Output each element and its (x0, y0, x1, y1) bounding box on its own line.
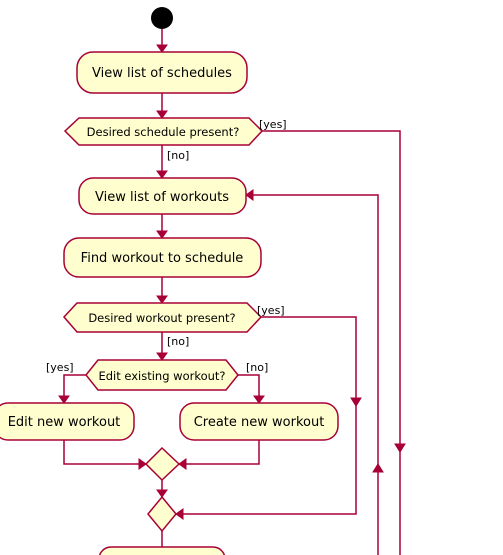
guard-schedule-no: [no] (167, 149, 189, 162)
activity-view-schedules: View list of schedules (76, 51, 248, 94)
guard-workout-yes: [yes] (257, 304, 285, 317)
decision-schedule-present-label: Desired schedule present? (87, 125, 240, 139)
activity-view-schedules-label: View list of schedules (92, 66, 232, 81)
decision-edit-existing-label: Edit existing workout? (98, 369, 225, 383)
decision-schedule-present: Desired schedule present? (63, 117, 264, 146)
decision-edit-existing: Edit existing workout? (85, 359, 239, 391)
activity-create-new-label: Create new workout (194, 415, 325, 430)
guard-labels: [yes] [no] [yes] [no] [yes] [no] (46, 118, 287, 374)
merge-diamond-edit (144, 446, 181, 482)
merge-diamond-workout (147, 495, 177, 533)
activity-find-workout-label: Find workout to schedule (81, 251, 244, 266)
start-node (151, 7, 173, 29)
activity-create-new: Create new workout (179, 402, 339, 441)
activity-next-partial (98, 546, 226, 555)
decision-workout-present: Desired workout present? (62, 302, 263, 333)
activity-edit-new-label: Edit new workout (8, 415, 121, 430)
activity-find-workout: Find workout to schedule (63, 237, 262, 278)
arrow-heads (58, 44, 406, 520)
decision-workout-present-label: Desired workout present? (88, 311, 235, 325)
flow-edges (63, 29, 401, 555)
activity-view-workouts: View list of workouts (78, 177, 247, 215)
activity-view-workouts-label: View list of workouts (95, 190, 229, 205)
guard-schedule-yes: [yes] (259, 118, 287, 131)
guard-edit-no: [no] (246, 361, 268, 374)
guard-edit-yes: [yes] (46, 361, 74, 374)
activity-edit-new: Edit new workout (0, 402, 135, 441)
guard-workout-no: [no] (167, 335, 189, 348)
